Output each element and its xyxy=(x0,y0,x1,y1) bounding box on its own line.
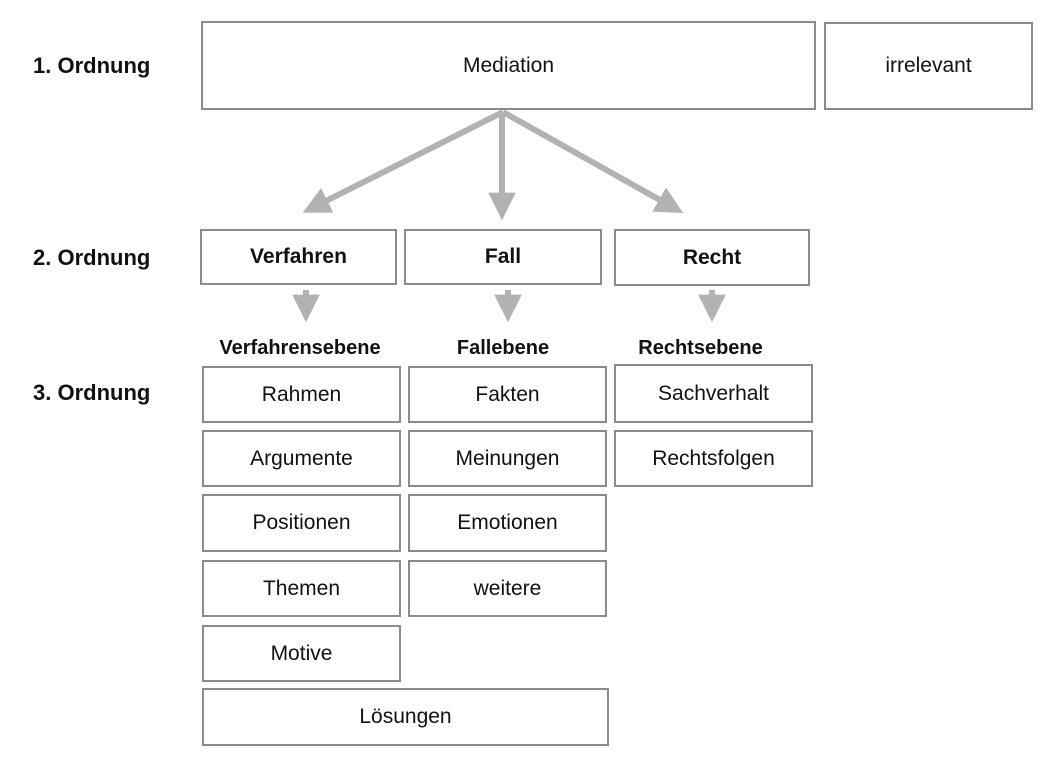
level-1-label: 1. Ordnung xyxy=(33,53,151,78)
rahmen-box: Rahmen xyxy=(202,366,401,423)
verfahren-box: Verfahren xyxy=(200,229,397,285)
arrow-mediation-to-recht xyxy=(501,109,684,214)
fall-box: Fall xyxy=(404,229,602,285)
arrow-mediation-to-verfahren xyxy=(302,109,505,213)
sachverhalt-box: Sachverhalt xyxy=(614,364,813,423)
fallebene-label: Fallebene xyxy=(456,337,550,359)
themen-box: Themen xyxy=(202,560,401,617)
level-2-label: 2. Ordnung xyxy=(33,245,151,270)
argumente-box: Argumente xyxy=(202,430,401,487)
rechtsebene-label: Rechtsebene xyxy=(638,337,763,359)
positionen-box: Positionen xyxy=(202,494,401,552)
verfahrensebene-label: Verfahrensebene xyxy=(219,337,381,359)
level-3-label: 3. Ordnung xyxy=(33,380,151,405)
irrelevant-box: irrelevant xyxy=(824,22,1033,110)
meinungen-box: Meinungen xyxy=(408,430,607,487)
fakten-box: Fakten xyxy=(408,366,607,423)
motive-box: Motive xyxy=(202,625,401,682)
rechtsfolgen-box: Rechtsfolgen xyxy=(614,430,813,487)
mediation-box: Mediation xyxy=(201,21,816,110)
emotionen-box: Emotionen xyxy=(408,494,607,552)
weitere-box: weitere xyxy=(408,560,607,617)
recht-box: Recht xyxy=(614,229,810,286)
loesungen-box: Lösungen xyxy=(202,688,609,746)
